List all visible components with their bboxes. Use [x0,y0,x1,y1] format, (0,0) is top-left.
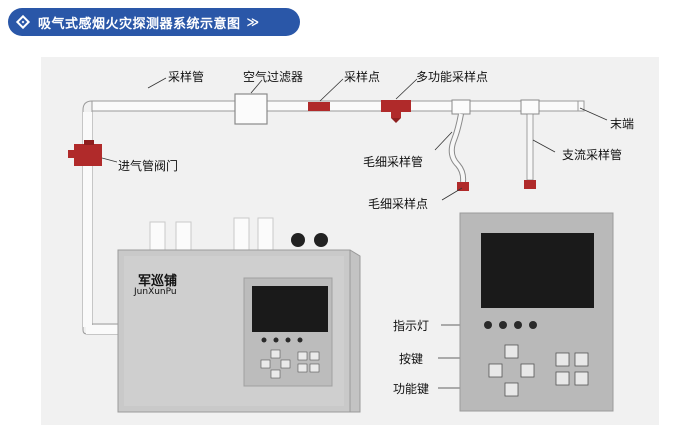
tee-junction-2 [520,99,540,115]
label-sampling-point: 采样点 [344,70,381,84]
multi-sampling-point [381,100,411,123]
page-title: 吸气式感烟火灾探测器系统示意图 [38,16,241,32]
label-multi-sampling-point: 多功能采样点 [416,70,489,84]
device-cable-glands [291,233,328,247]
detector-device [117,249,361,413]
device-inlet-tubes [149,217,274,251]
sampling-point [308,102,330,111]
chevron-down-icon: ≫ [246,15,260,29]
label-indicator: 指示灯 [393,319,430,333]
capillary-sampling-point [457,182,469,191]
air-filter [234,93,268,125]
branch-pipe [526,113,534,181]
panel-closeup [459,212,614,412]
label-sampling-pipe: 采样管 [168,70,205,84]
label-capillary-point: 毛细采样点 [368,197,429,211]
label-inlet-valve: 进气管阀门 [118,159,179,173]
label-air-filter: 空气过滤器 [243,70,304,84]
label-keys: 按键 [399,352,424,366]
label-capillary-pipe: 毛细采样管 [363,155,424,169]
inlet-valve [68,140,102,166]
label-end: 末端 [610,117,635,131]
label-branch-pipe: 支流采样管 [562,148,623,162]
branch-sampling-point [524,180,536,189]
device-brand-en: JunXunPu [134,287,177,297]
header-bar: 吸气式感烟火灾探测器系统示意图 ≫ [8,8,300,36]
label-function-keys: 功能键 [393,382,430,396]
device-brand: 军巡铺 [138,274,178,289]
sampling-pipe-main [82,100,585,335]
tee-junction-1 [451,99,471,115]
